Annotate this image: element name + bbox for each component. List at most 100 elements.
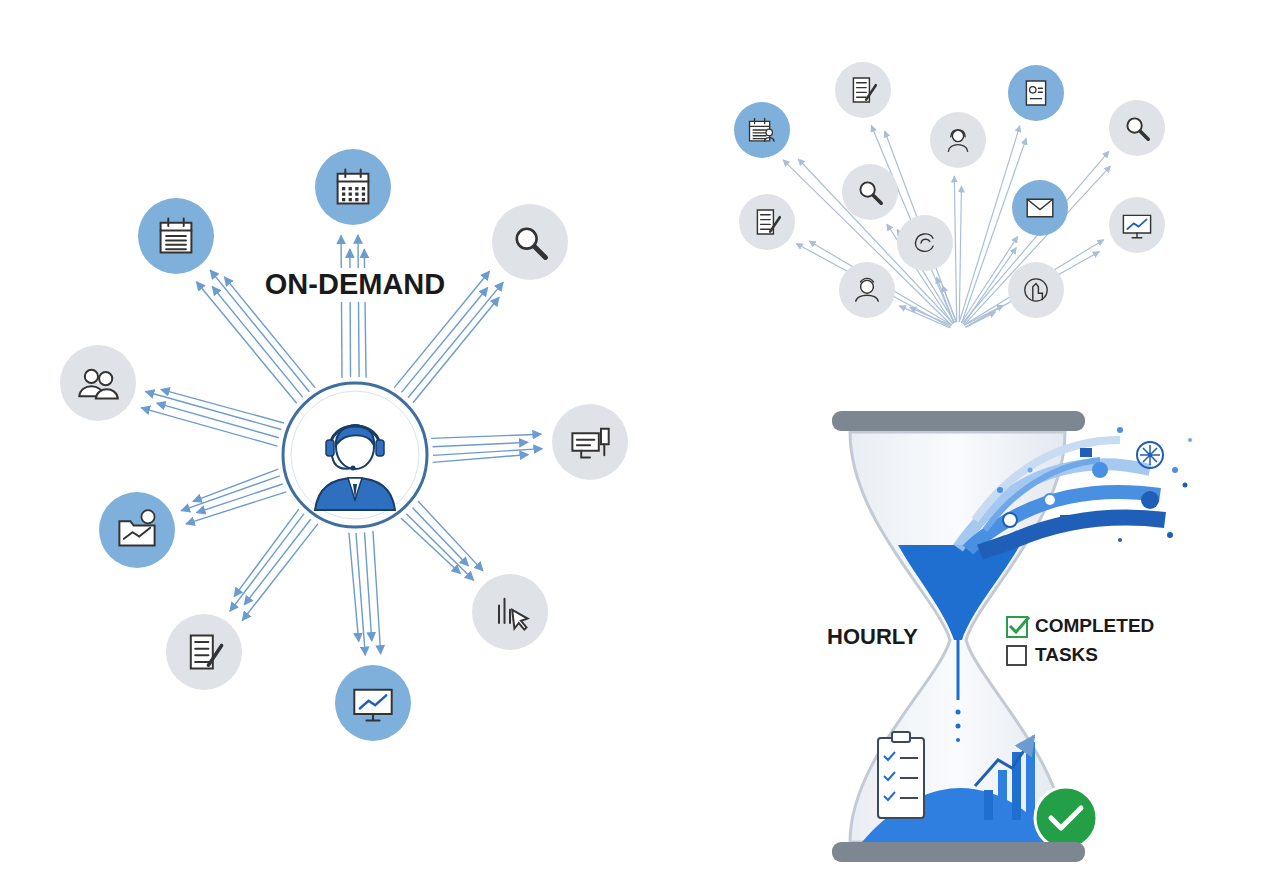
icon-circle (839, 262, 895, 318)
spoke-arrow (197, 484, 283, 513)
icon-stroke (764, 138, 774, 142)
spoke-arrow (413, 297, 499, 403)
icon-stroke (166, 244, 186, 246)
spoke-arrow (349, 533, 359, 642)
checkboxes (1007, 617, 1029, 665)
icon-circle (138, 198, 214, 274)
icon-stroke (1027, 199, 1053, 217)
fan-arrow (936, 277, 954, 323)
spoke-arrow (212, 286, 302, 397)
icon-circle (552, 404, 628, 480)
fan-arrow (899, 306, 950, 328)
icon-stroke (161, 223, 192, 253)
icon-stroke (753, 129, 766, 130)
icon-circle (335, 665, 411, 741)
icon-stroke (195, 648, 208, 650)
icon-stroke (141, 510, 154, 523)
icon-stroke (770, 217, 780, 231)
icon-stroke (208, 645, 221, 665)
icon-circle (1008, 262, 1064, 318)
icon-stroke (85, 370, 98, 383)
icon-stroke (534, 246, 545, 257)
spoke-arrow (340, 235, 342, 378)
icon-stroke (195, 661, 208, 663)
icon-circle (734, 102, 790, 158)
spoke-arrow (373, 531, 381, 654)
icon-stroke (753, 132, 766, 133)
icon-stroke (362, 193, 365, 196)
icon-stroke (753, 135, 766, 136)
icon-stroke (1033, 284, 1043, 300)
spoke-arrow (230, 514, 304, 611)
icon-stroke (349, 193, 352, 196)
fan-arrow (964, 305, 1003, 325)
icon-stroke (342, 193, 345, 196)
icon-stroke (921, 239, 930, 243)
spoke-arrow (161, 389, 284, 423)
icon-circle (472, 574, 548, 650)
spoke-arrow (244, 519, 310, 605)
icon-stroke (345, 169, 360, 177)
icon-stroke (166, 239, 186, 241)
icon-stroke (755, 118, 765, 123)
icon-stroke (360, 695, 386, 708)
icon-stroke (948, 145, 967, 152)
hourglass-title: HOURLY (827, 625, 918, 649)
icon-stroke (952, 130, 963, 141)
icon-stroke (355, 187, 358, 190)
agent-hub (283, 383, 427, 527)
icon-stroke (857, 92, 867, 93)
icon-stroke (338, 181, 369, 183)
icon-stroke (761, 214, 771, 215)
icon-stroke (342, 187, 345, 190)
icon-stroke (366, 714, 379, 721)
icon-stroke (499, 599, 510, 623)
icon-stroke (750, 126, 770, 127)
icon-stroke (857, 96, 867, 97)
icon-circle (930, 112, 986, 168)
spoke-arrow (146, 392, 282, 430)
icon-stroke (1127, 219, 1146, 229)
icon-stroke (166, 235, 186, 237)
icon-circle (1012, 180, 1068, 236)
icon-stroke (124, 528, 150, 539)
icon-circle (492, 204, 568, 280)
icon-stroke (338, 174, 369, 204)
icon-stroke (168, 218, 183, 226)
icon-stroke (915, 234, 933, 251)
icon-stroke (857, 82, 867, 83)
icon-stroke (362, 198, 365, 201)
fan-arrow (962, 151, 1109, 323)
icon-stroke (866, 85, 876, 99)
fan-arrow (954, 176, 956, 322)
spoke-arrow (418, 501, 483, 571)
spoke-arrow (401, 518, 460, 573)
icon-stroke (512, 610, 527, 630)
icon-stroke (1140, 131, 1148, 139)
fan-arrow (964, 166, 1110, 325)
spoke-arrow (186, 492, 286, 524)
spoke-arrow (234, 509, 299, 597)
icon-circle (166, 614, 242, 690)
checkbox-label: TASKS (1035, 645, 1098, 666)
icon-stroke (761, 228, 771, 229)
icon-stroke (1027, 199, 1053, 209)
icon-stroke (766, 129, 772, 135)
icon-stroke (1123, 215, 1150, 233)
icon-circle (1109, 197, 1165, 253)
icon-circle (1008, 65, 1064, 121)
spoke-arrow (433, 455, 529, 463)
icon-stroke (119, 521, 154, 545)
fan-arrow (965, 252, 1099, 327)
fan-arrow (798, 159, 953, 323)
icon-stroke (572, 433, 598, 451)
icon-circle (897, 215, 953, 271)
checkbox-label: COMPLETED (1035, 616, 1154, 637)
icon-stroke (861, 280, 874, 293)
spoke-arrow (358, 235, 359, 377)
icon-circle (739, 194, 795, 250)
icon-stroke (861, 278, 874, 282)
spoke-arrow (242, 524, 318, 621)
icon-stroke (856, 295, 878, 301)
